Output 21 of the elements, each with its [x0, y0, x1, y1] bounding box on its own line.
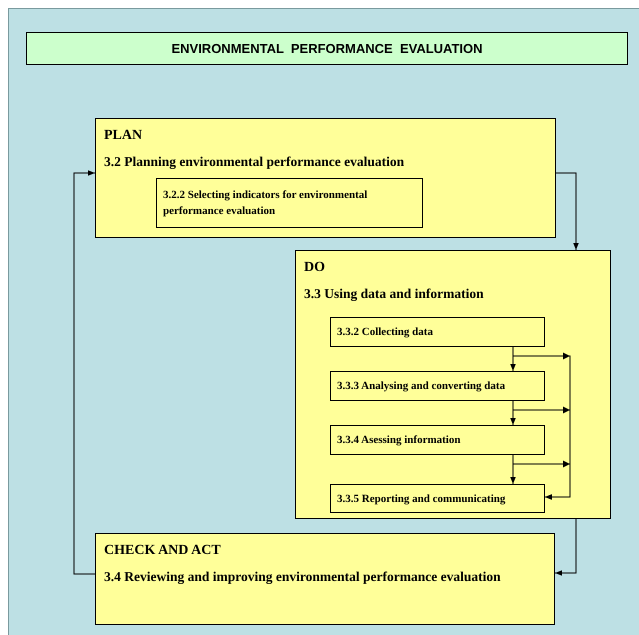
stage-heading: DO — [304, 259, 325, 277]
stage-box — [95, 118, 556, 238]
step-text: 3.3.3 Analysing and converting data — [337, 379, 506, 394]
step-box — [330, 317, 545, 347]
stage-box — [295, 250, 611, 519]
step-box — [330, 425, 545, 455]
step-text: 3.2 Planning environmental performance evaluation — [104, 153, 404, 171]
stage-heading: PLAN — [104, 127, 142, 145]
stage-heading: CHECK AND ACT — [104, 542, 221, 560]
step-box — [330, 371, 545, 401]
step-box — [156, 178, 423, 228]
step-text: 3.4 Reviewing and improving environmental performance evaluation — [104, 568, 501, 586]
step-text: 3.3.4 Asessing information — [337, 433, 462, 448]
stage-box — [95, 533, 555, 625]
title-box — [26, 32, 628, 65]
title-text: ENVIRONMENTAL PERFORMANCE EVALUATION — [171, 40, 483, 58]
step-text: 3.2.2 Selecting indicators for environmental performance evaluation — [163, 188, 368, 219]
step-text: 3.3 Using data and information — [304, 285, 484, 303]
step-text: 3.3.5 Reporting and communicating — [337, 492, 506, 506]
step-text: 3.3.2 Collecting data — [337, 325, 434, 340]
step-box — [330, 484, 545, 513]
